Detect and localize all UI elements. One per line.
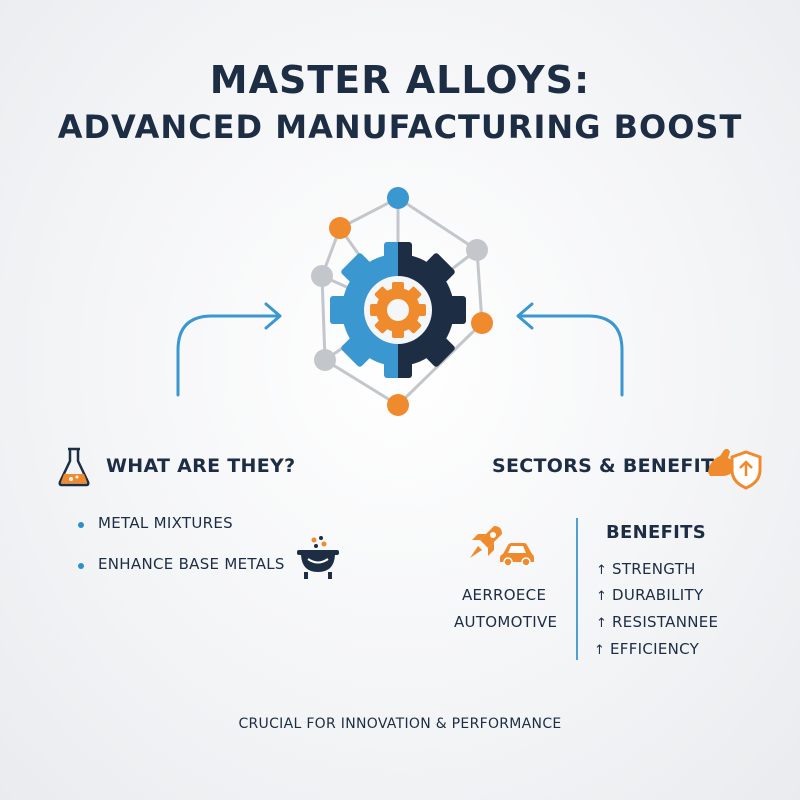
title-line-2: ADVANCED MANUFACTURING BOOST <box>57 108 743 146</box>
footer-tagline: CRUCIAL FOR INNOVATION & PERFORMANCE <box>238 716 562 732</box>
what-are-they-heading: WHAT ARE THEY? <box>106 455 296 477</box>
title-line-1: MASTER ALLOYS: <box>209 58 591 102</box>
right-arrow-icon <box>516 302 624 397</box>
benefit-label: DURABILITY <box>612 586 704 604</box>
network-nodes <box>311 187 493 416</box>
up-arrow-icon: ↑ <box>594 643 606 658</box>
flask-icon <box>58 447 90 487</box>
left-arrow-icon <box>176 302 282 397</box>
benefit-efficiency: ↑ EFFICIENCY <box>594 640 699 658</box>
benefit-resistance: ↑ RESISTANNEE <box>596 613 718 631</box>
bullet-dot <box>78 563 84 569</box>
divider <box>576 518 578 660</box>
bullet-metal-mixtures: METAL MIXTURES <box>98 514 233 532</box>
up-arrow-icon: ↑ <box>596 616 608 631</box>
rocket-icon <box>470 526 502 558</box>
sector-aerospace: AERROECE <box>462 586 547 604</box>
sectors-benefits-heading: SECTORS & BENEFITS <box>492 455 729 477</box>
car-icon <box>500 543 534 567</box>
benefit-label: EFFICIENCY <box>610 640 700 658</box>
sector-automotive: AUTOMOTIVE <box>454 613 558 631</box>
benefit-strength: ↑ STRENGTH <box>596 560 696 578</box>
flexed-arm-shield-icon <box>708 448 762 490</box>
bullet-enhance-base-metals: ENHANCE BASE METALS <box>98 555 285 573</box>
benefit-label: RESISTANNEE <box>612 613 719 631</box>
benefits-heading: BENEFITS <box>606 522 707 543</box>
up-arrow-icon: ↑ <box>596 563 608 578</box>
up-arrow-icon: ↑ <box>596 589 608 604</box>
benefit-label: STRENGTH <box>612 560 696 578</box>
bullet-dot <box>78 522 84 528</box>
cauldron-icon <box>297 536 339 579</box>
benefit-durability: ↑ DURABILITY <box>596 586 703 604</box>
